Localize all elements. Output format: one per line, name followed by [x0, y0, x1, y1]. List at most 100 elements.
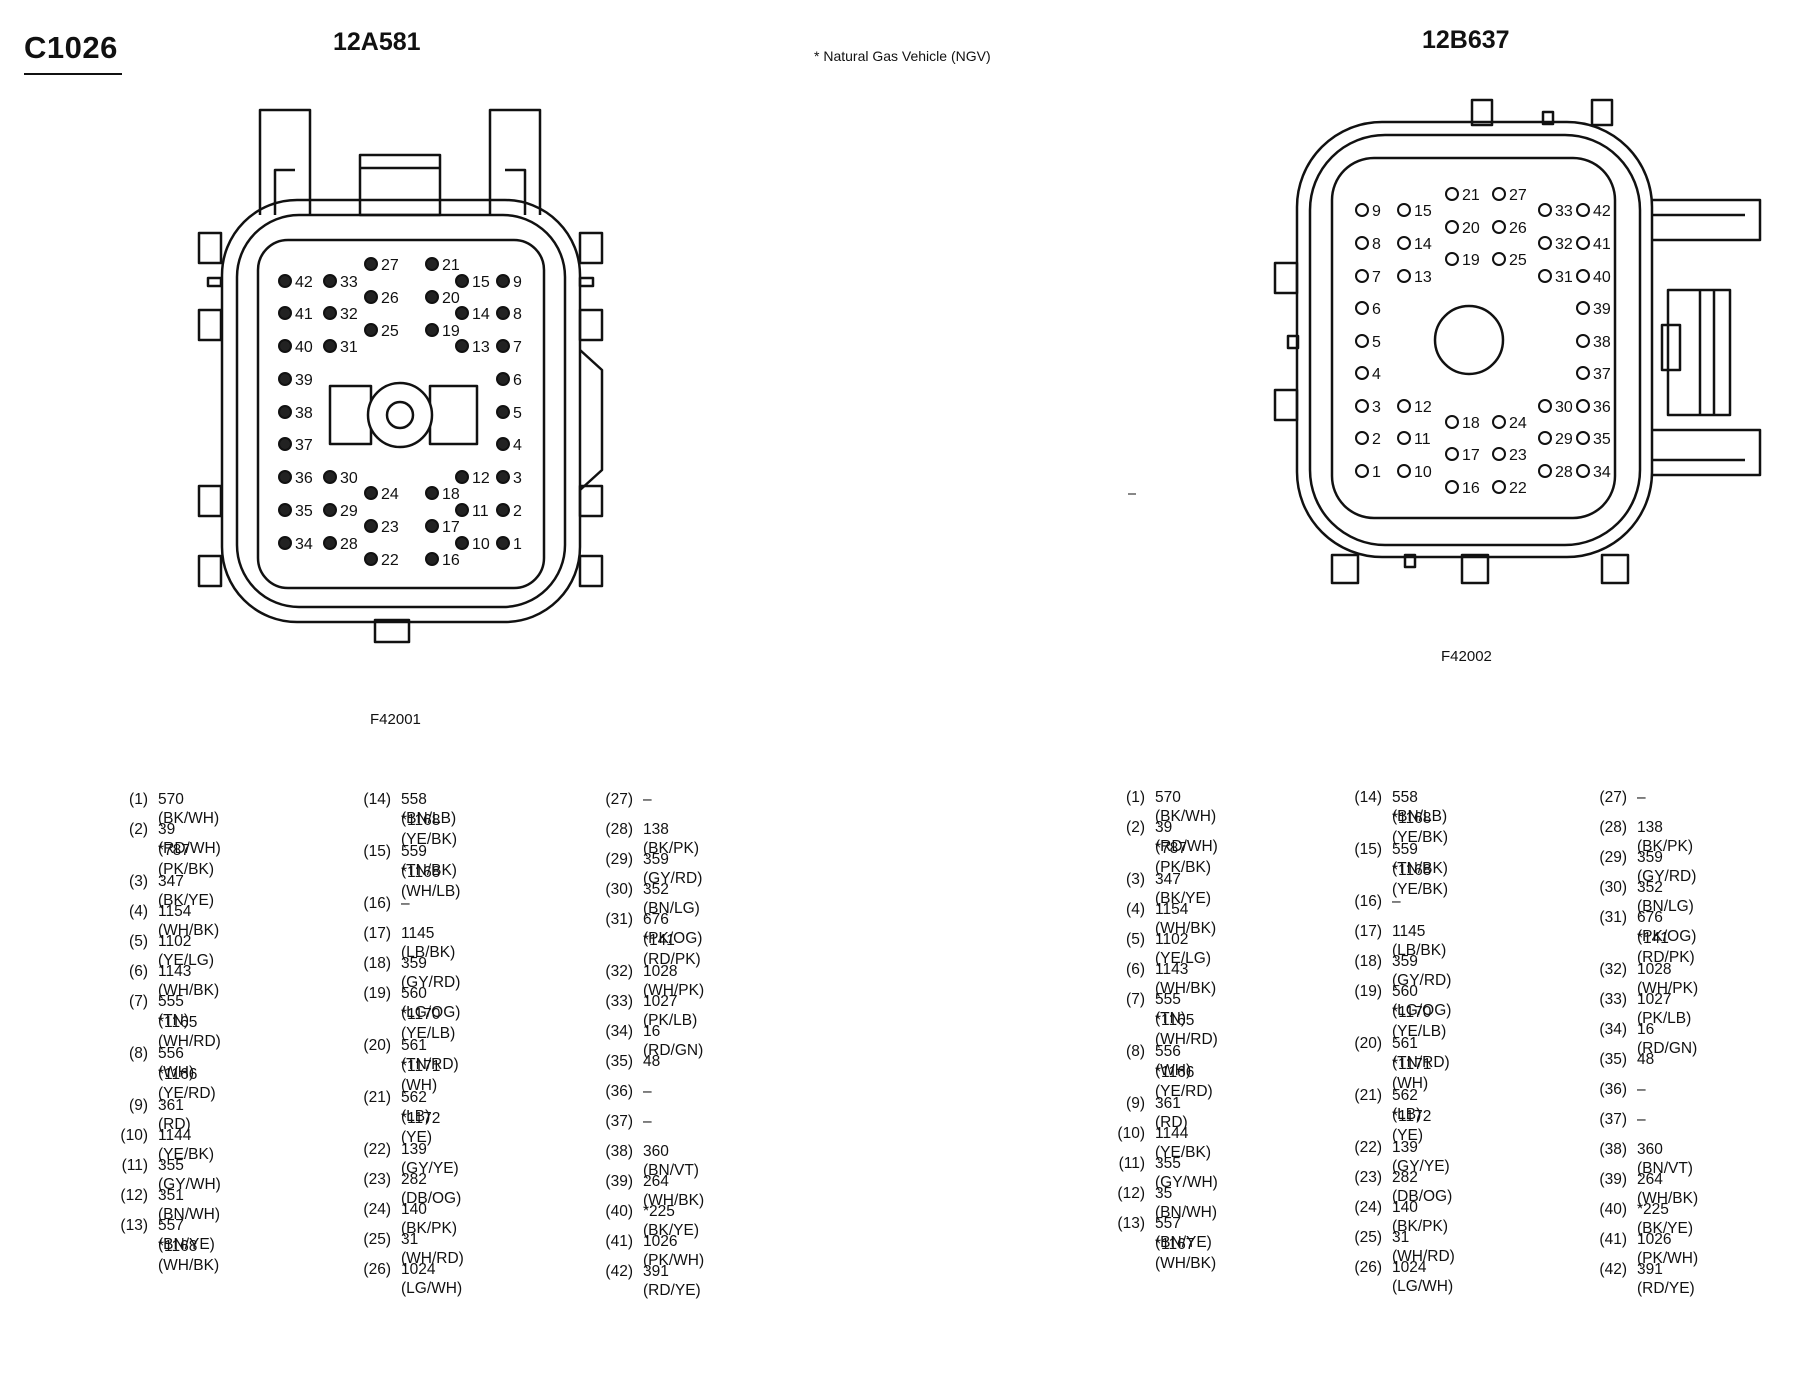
pin-31-label: 31: [340, 339, 358, 356]
pin-7-cavity: [496, 339, 510, 353]
pin-36-label: 36: [1593, 399, 1611, 416]
pin-16-label: 16: [442, 552, 460, 569]
pin-14-cavity: [1397, 236, 1411, 250]
pin-27-cavity: [1492, 187, 1506, 201]
pin-16-label: 16: [1462, 480, 1480, 497]
pin-circuit: *225 (BK/YE): [1637, 1201, 1693, 1237]
pin-32-cavity: [323, 306, 337, 320]
pin-42-cavity: [278, 274, 292, 288]
pin-circuit: 391 (RD/YE): [643, 1263, 701, 1299]
pin-number: (2): [1126, 819, 1145, 836]
pin-41-cavity: [1576, 236, 1590, 250]
pin-21-cavity: [425, 257, 439, 271]
pin-circuit: 1102 (YE/LG): [1155, 931, 1211, 967]
pin-circuit: 48: [1637, 1051, 1655, 1068]
pin-28-label: 28: [1555, 464, 1573, 481]
pin-circuit: –: [1637, 1081, 1646, 1098]
center-boss: [1433, 304, 1505, 376]
pinout-table-12b637: (1)570 (BK/WH)(2)39 (RD/WH)*787 (PK/BK)(…: [1105, 788, 1805, 1297]
pin-number: (5): [129, 933, 148, 950]
pin-number: (5): [1126, 931, 1145, 948]
pin-number: (7): [1126, 991, 1145, 1008]
figure-code-left: F42001: [370, 711, 421, 728]
pin-circuit: 352 (BN/LG): [643, 881, 700, 917]
pin-circuit: 560 (LG/OG): [401, 985, 461, 1021]
pin-15-label: 15: [1414, 203, 1432, 220]
latch-post-right-inner: [505, 168, 527, 215]
connector-12b637-housing: [1273, 98, 1762, 585]
pin-number: (3): [1126, 871, 1145, 888]
pin-27-cavity: [364, 257, 378, 271]
pin-circuit: 559 (TN/BK): [401, 843, 457, 879]
pin-6-cavity: [1355, 301, 1369, 315]
pin-40-cavity: [1576, 269, 1590, 283]
pin-35-cavity: [1576, 431, 1590, 445]
pin-36-cavity: [1576, 399, 1590, 413]
pin-circuit: 561 (TN/RD): [1392, 1035, 1450, 1071]
pin-circuit: 139 (GY/YE): [401, 1141, 459, 1177]
pin-16-cavity: [1445, 480, 1459, 494]
pin-4-cavity: [1355, 366, 1369, 380]
pin-number: (13): [120, 1217, 148, 1234]
pin-14-label: 14: [472, 306, 490, 323]
pin-17-cavity: [1445, 447, 1459, 461]
pin-13-cavity: [1397, 269, 1411, 283]
pin-circuit-ngv: *141 (RD/PK): [643, 932, 701, 968]
pin-circuit: 282 (DB/OG): [401, 1171, 462, 1207]
pin-30-cavity: [323, 470, 337, 484]
pin-37-label: 37: [1593, 366, 1611, 383]
pin-7-label: 7: [1372, 269, 1381, 286]
pin-36-label: 36: [295, 470, 313, 487]
pin-1-label: 1: [1372, 464, 1381, 481]
pin-number: (17): [363, 925, 391, 942]
connector-id-underline: [24, 73, 122, 75]
pin-13-cavity: [455, 339, 469, 353]
pin-circuit: 570 (BK/WH): [158, 791, 220, 827]
pin-circuit: 1028 (WH/PK): [1637, 961, 1699, 997]
pin-15-label: 15: [472, 274, 490, 291]
housing-tab: [197, 554, 223, 588]
housing-tab: [1460, 553, 1490, 585]
pin-circuit: 16 (RD/GN): [1637, 1021, 1698, 1057]
pin-circuit: 560 (LG/OG): [1392, 983, 1452, 1019]
pin-circuit: 1145 (LB/BK): [401, 925, 456, 961]
pin-number: (26): [363, 1261, 391, 1278]
pin-number: (30): [1599, 879, 1627, 896]
pin-3-cavity: [1355, 399, 1369, 413]
pin-40-cavity: [278, 339, 292, 353]
pin-number: (34): [1599, 1021, 1627, 1038]
pin-circuit-ngv: *787 (PK/BK): [1155, 840, 1211, 876]
pin-21-label: 21: [1462, 187, 1480, 204]
housing-ridge: [579, 349, 604, 491]
housing-tab: [1470, 98, 1494, 127]
pin-23-cavity: [364, 519, 378, 533]
latch-post-left-inner: [273, 168, 295, 215]
pin-37-label: 37: [295, 437, 313, 454]
pin-28-label: 28: [340, 536, 358, 553]
housing-outer: [220, 198, 582, 624]
pin-33-cavity: [1538, 203, 1552, 217]
pin-circuit: 48: [643, 1053, 661, 1070]
pin-34-cavity: [1576, 464, 1590, 478]
pin-3-label: 3: [513, 470, 522, 487]
pin-39-label: 39: [1593, 301, 1611, 318]
pin-15-cavity: [1397, 203, 1411, 217]
pin-6-label: 6: [513, 372, 522, 389]
pin-circuit: 360 (BN/VT): [1637, 1141, 1693, 1177]
pin-38-label: 38: [295, 405, 313, 422]
pin-8-cavity: [1355, 236, 1369, 250]
pin-circuit: 556 (WH): [1155, 1043, 1192, 1079]
pin-11-cavity: [455, 503, 469, 517]
pin-5-label: 5: [1372, 334, 1381, 351]
pin-7-cavity: [1355, 269, 1369, 283]
pin-number: (1): [129, 791, 148, 808]
pin-circuit: 1145 (LB/BK): [1392, 923, 1447, 959]
pin-circuit: 140 (BK/PK): [401, 1201, 457, 1237]
pin-35-label: 35: [295, 503, 313, 520]
pin-18-label: 18: [1462, 415, 1480, 432]
pin-25-label: 25: [381, 323, 399, 340]
pin-circuit: 347 (BK/YE): [1155, 871, 1211, 907]
pin-4-cavity: [496, 437, 510, 451]
pin-circuit: 282 (DB/OG): [1392, 1169, 1453, 1205]
